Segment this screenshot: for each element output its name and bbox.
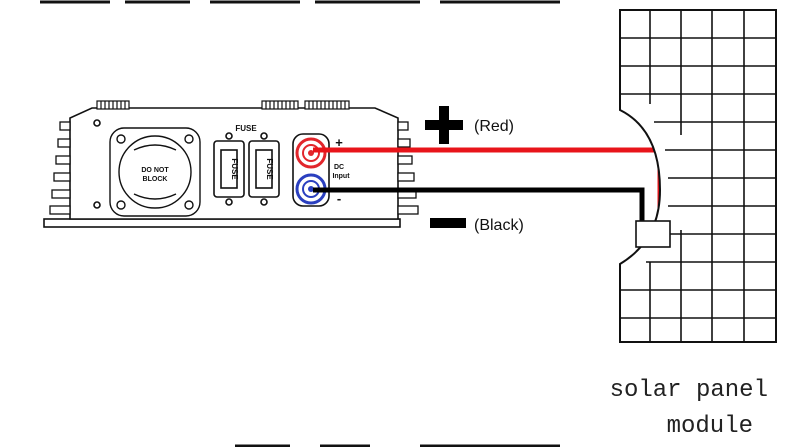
panel-cell-grid xyxy=(620,10,776,342)
negative-terminal xyxy=(295,173,327,205)
heat-fins-right xyxy=(397,121,419,215)
solar-panel xyxy=(619,9,777,343)
plus-symbol xyxy=(425,106,463,144)
terminal-minus-mark: - xyxy=(337,191,341,206)
junction-box xyxy=(635,220,671,248)
fuse-section-label: FUSE xyxy=(235,124,257,133)
cooling-fan xyxy=(109,127,201,217)
panel-caption-line1: solar panel xyxy=(610,377,768,404)
fuse-holder-2 xyxy=(248,132,280,206)
terminal-plus-mark: + xyxy=(335,135,343,150)
top-vent-left xyxy=(96,100,130,110)
positive-terminal xyxy=(295,137,327,169)
fan-label-line1: DO NOT xyxy=(141,167,169,174)
minus-symbol xyxy=(430,218,466,228)
negative-wire-label: (Black) xyxy=(474,217,524,234)
positive-wire-label: (Red) xyxy=(474,118,514,135)
dc-input-label-line2: Input xyxy=(332,173,350,180)
fuse-1-text: FUSE xyxy=(230,158,239,180)
mount-hole xyxy=(93,201,101,209)
fuse-2-text: FUSE xyxy=(265,158,274,180)
heat-fins-left xyxy=(49,121,71,215)
fan-label-line2: BLOCK xyxy=(143,176,168,183)
mounting-plate xyxy=(43,218,401,228)
fuse-holder-1 xyxy=(213,132,245,206)
negative-wire xyxy=(313,187,645,228)
panel-caption-line2: module xyxy=(667,413,753,440)
dc-input-label-line1: DC xyxy=(334,164,344,171)
mount-hole xyxy=(93,119,101,127)
top-vent-right xyxy=(304,100,350,110)
top-vent-mid xyxy=(261,100,299,110)
